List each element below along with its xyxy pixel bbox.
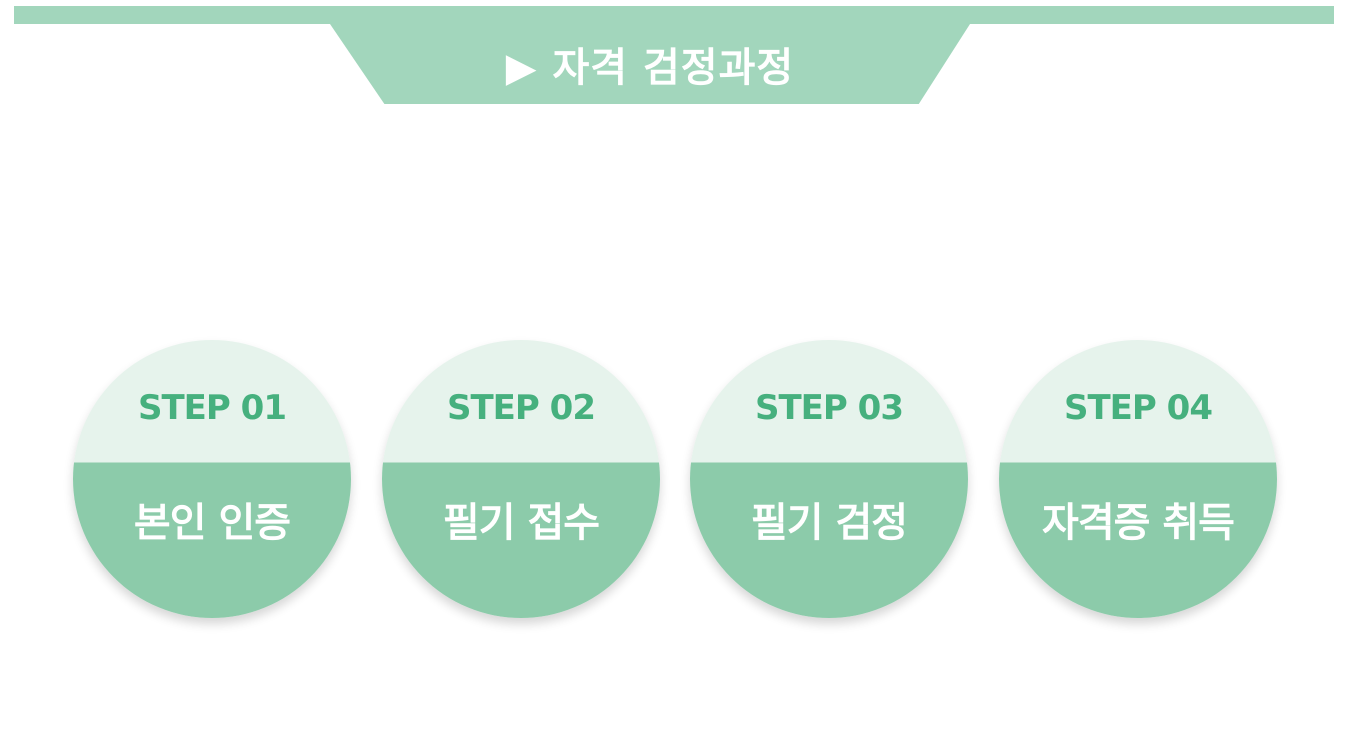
step-01-circle: STEP 01 본인 인증 [73, 340, 351, 618]
title-tab [330, 24, 970, 104]
step-03-title: 필기 검정 [750, 500, 908, 546]
step-03-circle: STEP 03 필기 검정 [690, 340, 968, 618]
step-02-label: STEP 02 [447, 388, 596, 428]
step-04-circle: STEP 04 자격증 취득 [999, 340, 1277, 618]
section-title: ▶ 자격 검정과정 [505, 45, 795, 91]
step-01-title: 본인 인증 [133, 500, 291, 546]
step-02-title: 필기 접수 [442, 500, 600, 546]
step-04-title: 자격증 취득 [1042, 500, 1235, 546]
step-03-label: STEP 03 [755, 388, 904, 428]
top-band [14, 6, 1334, 24]
step-01-label: STEP 01 [138, 388, 287, 428]
step-02-circle: STEP 02 필기 접수 [382, 340, 660, 618]
step-04-label: STEP 04 [1064, 388, 1213, 428]
